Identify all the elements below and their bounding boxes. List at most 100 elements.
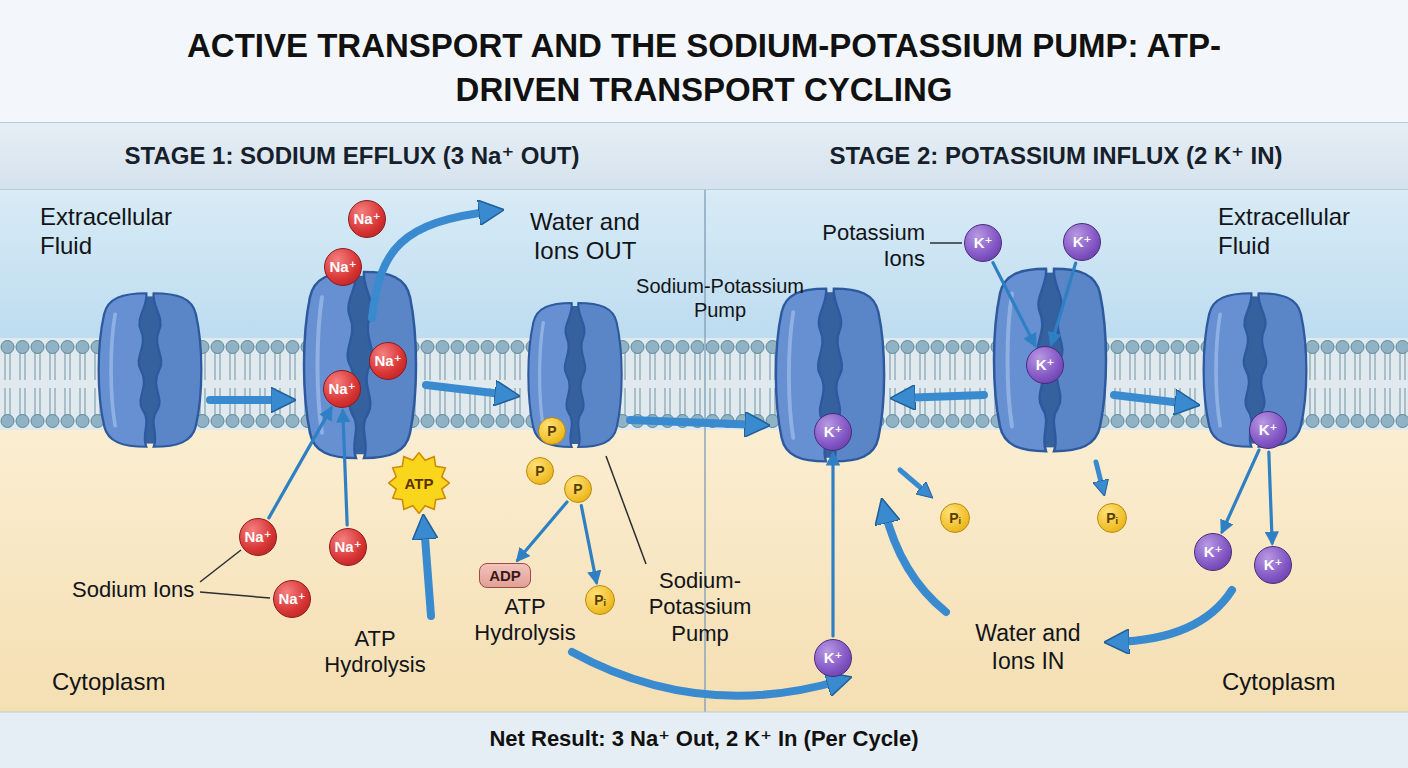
- ion-path-arrow: [1051, 263, 1075, 344]
- sodium-ion: Na⁺: [323, 370, 361, 408]
- diagram-title: ACTIVE TRANSPORT AND THE SODIUM-POTASSIU…: [139, 24, 1269, 111]
- node-label: Pᵢ: [949, 510, 960, 526]
- node-label: Pᵢ: [594, 592, 605, 608]
- flow-arrow: [1114, 395, 1190, 404]
- lipid-bilayer: [0, 338, 1408, 430]
- phosphate-arrow: [1096, 462, 1103, 490]
- extracellular-region: [0, 190, 1408, 360]
- ion-path-arrow: [518, 502, 567, 560]
- flow-arrow: [900, 395, 984, 398]
- caption-rule: [0, 712, 1408, 713]
- potassium-ion: K⁺: [1194, 533, 1232, 571]
- atp-star-shape: [389, 453, 450, 514]
- node-label: Na⁺: [353, 210, 380, 228]
- node-label: P: [535, 463, 544, 479]
- ion-path-arrow: [1222, 450, 1259, 532]
- release-arrow: [1114, 590, 1232, 642]
- node-label: K⁺: [1073, 233, 1092, 251]
- potassium-ion: K⁺: [814, 413, 852, 451]
- leader-lines: [200, 243, 962, 598]
- process-label: ATP Hydrolysis: [315, 626, 435, 679]
- pump-label: Sodium-Potassium Pump: [620, 274, 820, 322]
- node-label: K⁺: [1204, 543, 1223, 561]
- ion-path-arrow: [343, 411, 347, 525]
- node-label: ADP: [489, 567, 521, 584]
- caption-bar: [0, 712, 1408, 768]
- inorganic-phosphate: Pᵢ: [940, 503, 970, 533]
- atp-molecule: ATP: [388, 452, 450, 514]
- node-label: K⁺: [824, 423, 843, 441]
- node-label: K⁺: [1264, 556, 1283, 574]
- node-label: Na⁺: [334, 538, 361, 556]
- stage-heading: STAGE 1: SODIUM EFFLUX (3 Na⁺ OUT): [125, 142, 580, 170]
- potassium-ion: K⁺: [1249, 411, 1287, 449]
- phosphate-group: P: [526, 457, 554, 485]
- sodium-ion: Na⁺: [324, 248, 362, 286]
- flow-label: Water and Ions OUT: [515, 208, 655, 266]
- pump-protein: [99, 293, 202, 447]
- stage-heading: STAGE 2: POTASSIUM INFLUX (2 K⁺ IN): [829, 142, 1282, 170]
- cytoplasm-region: [0, 400, 1408, 712]
- sodium-ion: Na⁺: [348, 200, 386, 238]
- phosphate-group: P: [564, 475, 592, 503]
- phosphate-arrow: [900, 470, 928, 494]
- node-label: K⁺: [974, 234, 993, 252]
- ion-path-arrow: [269, 408, 331, 518]
- sodium-ion: Na⁺: [369, 342, 407, 380]
- node-label: Na⁺: [374, 352, 401, 370]
- membrane-core: [0, 338, 1408, 430]
- adp-molecule: ADP: [479, 563, 531, 588]
- node-label: Na⁺: [244, 528, 271, 546]
- node-label: ATP: [405, 475, 434, 492]
- pump-protein: [776, 289, 884, 462]
- ion-path-arrow: [581, 506, 596, 583]
- influx-arrow: [884, 508, 946, 612]
- node-label: P: [573, 481, 582, 497]
- inorganic-phosphate: Pᵢ: [585, 585, 615, 615]
- region-label: Cytoplasm: [1222, 668, 1382, 697]
- leader-line: [930, 242, 962, 244]
- node-label: Na⁺: [328, 380, 355, 398]
- title-ground: [0, 0, 1408, 122]
- region-label: Cytoplasm: [52, 668, 212, 697]
- sodium-ion: Na⁺: [239, 518, 277, 556]
- leader-line: [200, 592, 270, 598]
- leader-line: [606, 456, 646, 564]
- flow-arrow: [426, 385, 510, 395]
- node-label: K⁺: [1036, 356, 1055, 374]
- leader-line: [200, 550, 241, 582]
- hydrolysis-arrow: [424, 524, 431, 616]
- potassium-ion: K⁺: [814, 639, 852, 677]
- node-label: Pᵢ: [1106, 510, 1117, 526]
- sodium-ion: Na⁺: [273, 580, 311, 618]
- return-arrow: [572, 652, 842, 696]
- potassium-ion: K⁺: [1026, 346, 1064, 384]
- flow-arrow: [210, 396, 286, 404]
- node-label: P: [547, 423, 556, 439]
- stage-header-band: STAGE 1: SODIUM EFFLUX (3 Na⁺ OUT) STAGE …: [0, 122, 1408, 190]
- node-label: K⁺: [1259, 421, 1278, 439]
- ion-path-arrow: [993, 263, 1035, 346]
- phosphate-group: P: [538, 417, 566, 445]
- ion-path-arrow: [831, 454, 834, 636]
- flow-arrow: [630, 420, 760, 425]
- net-result-caption: Net Result: 3 Na⁺ Out, 2 K⁺ In (Per Cycl…: [0, 726, 1408, 752]
- region-label: Extracellular Fluid: [1218, 203, 1388, 261]
- ion-path-arrow: [1269, 452, 1272, 543]
- pump-proteins: [99, 269, 1307, 462]
- potassium-ion: K⁺: [964, 224, 1002, 262]
- inorganic-phosphate: Pᵢ: [1097, 503, 1127, 533]
- ion-group-label: Sodium Ions: [72, 577, 232, 603]
- pump-protein: [528, 303, 621, 447]
- potassium-ion: K⁺: [1063, 223, 1101, 261]
- efflux-arrow: [372, 211, 494, 318]
- pump-label: Sodium-Potassium Pump: [640, 568, 760, 647]
- sodium-ion: Na⁺: [329, 528, 367, 566]
- node-label: Na⁺: [278, 590, 305, 608]
- cycle-arrows: [210, 211, 1232, 696]
- node-label: Na⁺: [329, 258, 356, 276]
- ion-group-label: Potassium Ions: [815, 220, 925, 273]
- node-label: K⁺: [824, 649, 843, 667]
